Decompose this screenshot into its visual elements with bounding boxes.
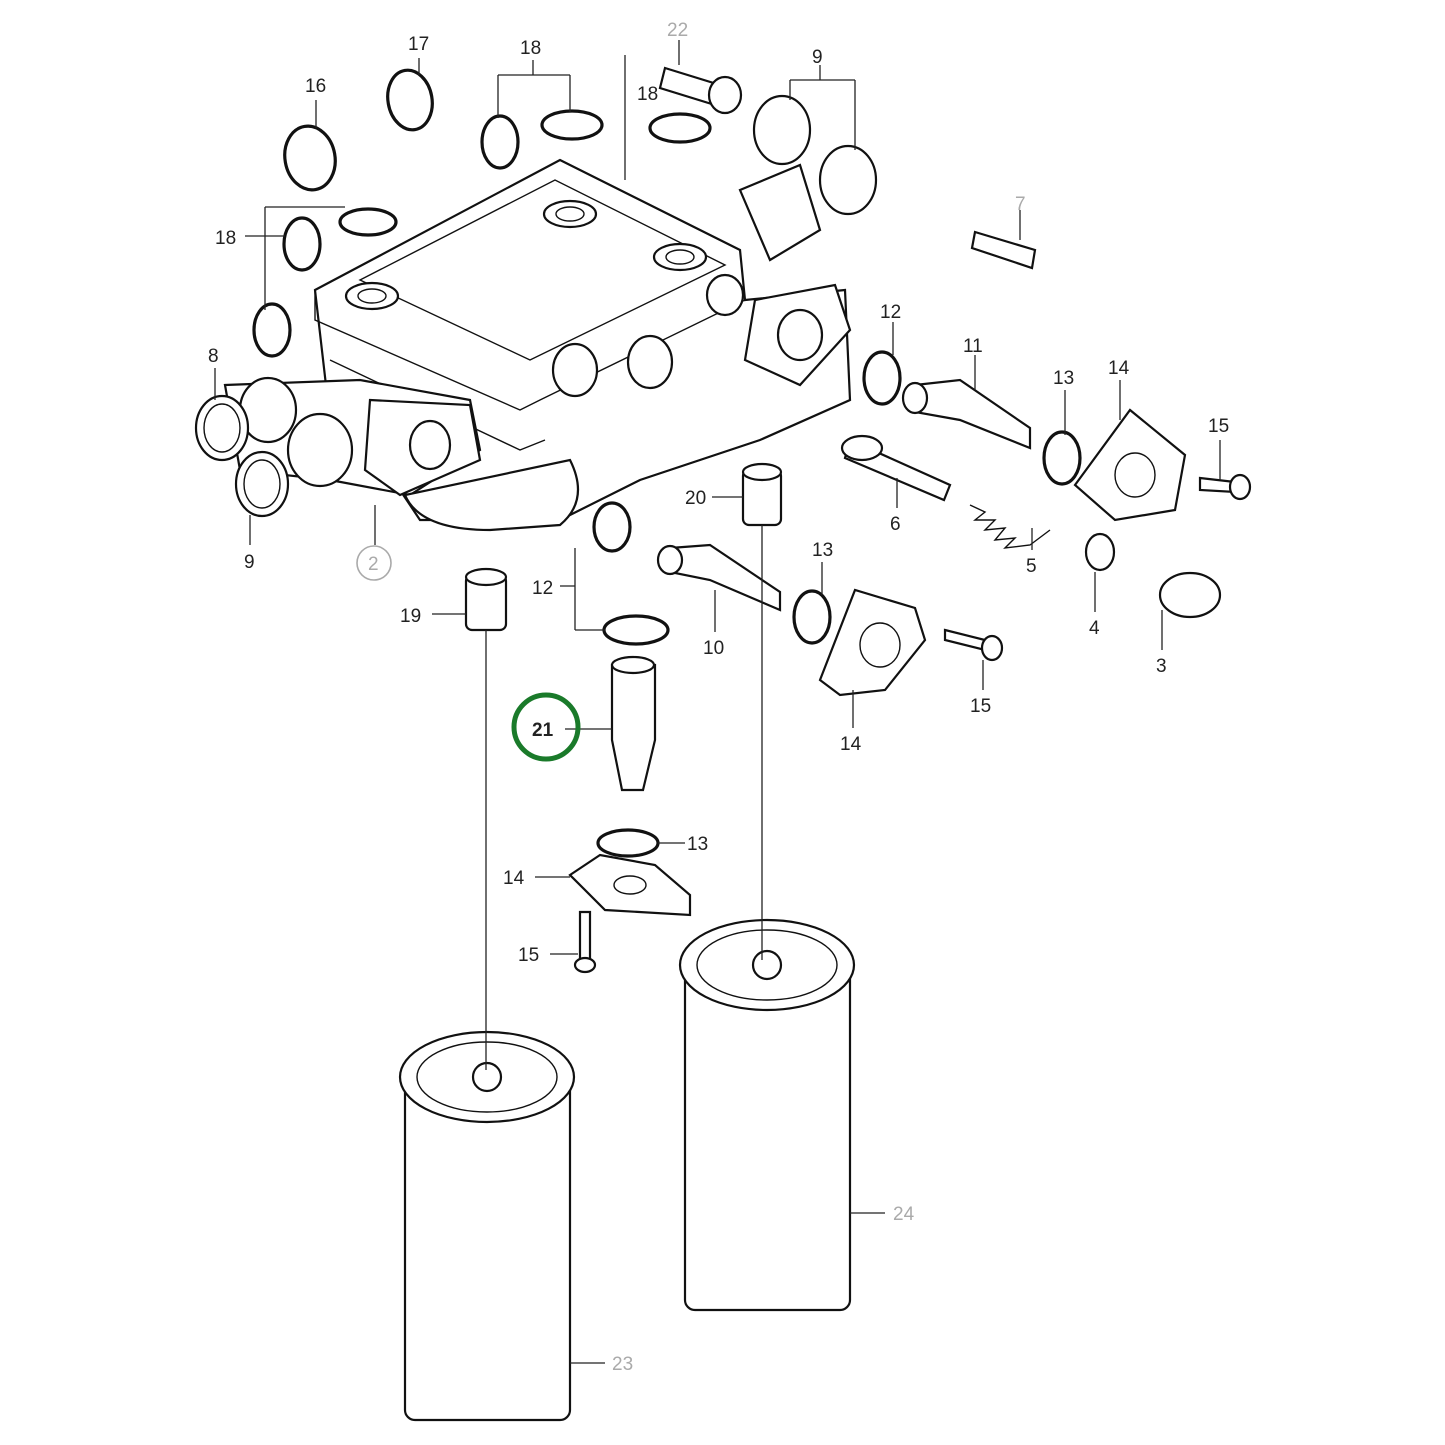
covers-14 bbox=[568, 408, 1187, 917]
caps-9 bbox=[752, 94, 878, 216]
callout-22[interactable]: 22 bbox=[667, 20, 688, 41]
callout-4[interactable]: 4 bbox=[1089, 618, 1100, 639]
callout-11[interactable]: 11 bbox=[963, 336, 983, 357]
callout-2-circle bbox=[356, 545, 392, 581]
callout-15[interactable]: 15 bbox=[970, 696, 991, 717]
highlight-circle-21 bbox=[511, 692, 581, 762]
callout-17[interactable]: 17 bbox=[408, 34, 429, 55]
callout-16[interactable]: 16 bbox=[305, 76, 326, 97]
leader-lines bbox=[214, 40, 1221, 1364]
callout-5[interactable]: 5 bbox=[1026, 556, 1037, 577]
callout-12[interactable]: 12 bbox=[532, 578, 553, 599]
callout-14[interactable]: 14 bbox=[840, 734, 862, 755]
callout-18[interactable]: 18 bbox=[637, 84, 658, 105]
callout-12[interactable]: 12 bbox=[880, 302, 901, 323]
stud-7 bbox=[970, 230, 1037, 270]
callout-3[interactable]: 3 bbox=[1156, 656, 1167, 677]
callout-13[interactable]: 13 bbox=[1053, 368, 1074, 389]
callout-13[interactable]: 13 bbox=[812, 540, 833, 561]
callout-21[interactable]: 21 bbox=[532, 720, 554, 741]
callout-14[interactable]: 14 bbox=[1108, 358, 1130, 379]
callout-10[interactable]: 10 bbox=[703, 638, 724, 659]
callout-9[interactable]: 9 bbox=[812, 47, 823, 68]
callout-13[interactable]: 13 bbox=[687, 834, 708, 855]
callout-19[interactable]: 19 bbox=[400, 606, 421, 627]
callout-23[interactable]: 23 bbox=[612, 1354, 633, 1375]
callout-6[interactable]: 6 bbox=[890, 514, 901, 535]
callout-18[interactable]: 18 bbox=[215, 228, 236, 249]
oil-filter-23 bbox=[398, 1030, 576, 1422]
callout-2[interactable]: 2 bbox=[368, 554, 379, 575]
oil-filter-24 bbox=[678, 918, 856, 1312]
callout-15[interactable]: 15 bbox=[1208, 416, 1229, 437]
callout-14[interactable]: 14 bbox=[503, 868, 525, 889]
nipples-19-20 bbox=[464, 462, 783, 632]
callout-labels: 17 16 18 22 18 9 18 7 8 9 2 12 11 13 14 … bbox=[208, 20, 1229, 1375]
filter-housing bbox=[223, 158, 852, 532]
callout-9[interactable]: 9 bbox=[244, 552, 255, 573]
callout-24[interactable]: 24 bbox=[893, 1204, 915, 1225]
bolt-22 bbox=[658, 66, 743, 115]
callout-8[interactable]: 8 bbox=[208, 346, 219, 367]
callout-18[interactable]: 18 bbox=[520, 38, 541, 59]
bolts-15 bbox=[573, 473, 1252, 974]
sleeves-8-9 bbox=[194, 394, 290, 518]
pin-6-spring-5 bbox=[840, 434, 1222, 619]
callout-15[interactable]: 15 bbox=[518, 945, 539, 966]
callout-20[interactable]: 20 bbox=[685, 488, 706, 509]
callout-7[interactable]: 7 bbox=[1015, 194, 1026, 215]
valve-pistons bbox=[610, 378, 1032, 792]
